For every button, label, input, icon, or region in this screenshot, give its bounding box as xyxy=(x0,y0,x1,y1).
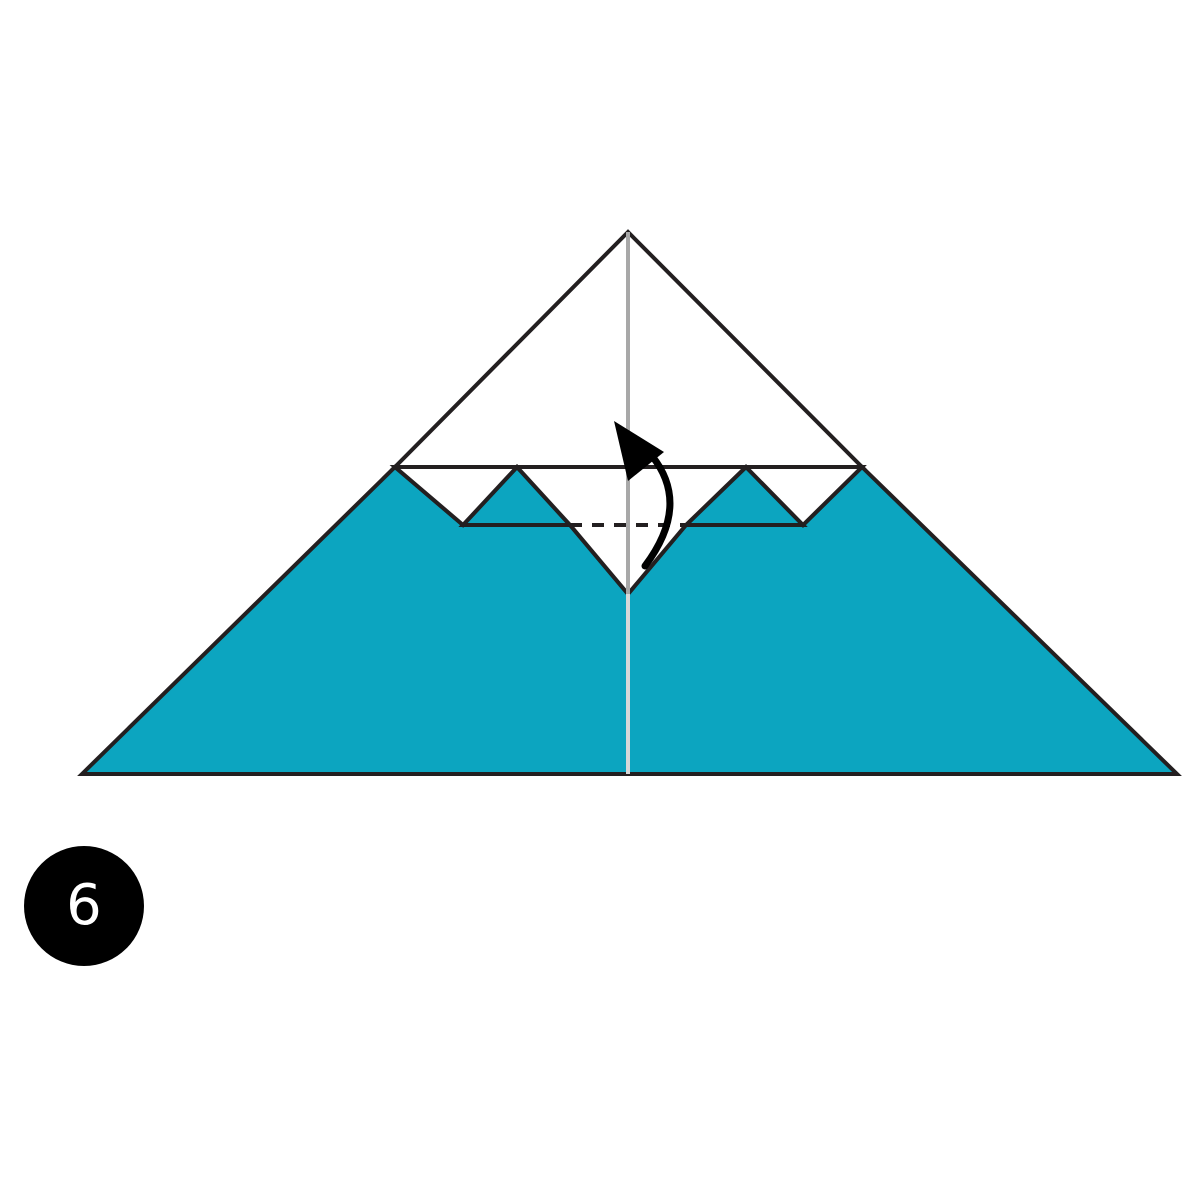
step-number-badge: 6 xyxy=(24,846,144,966)
fold-up-arrow-icon xyxy=(614,421,674,570)
step-number: 6 xyxy=(66,873,102,938)
